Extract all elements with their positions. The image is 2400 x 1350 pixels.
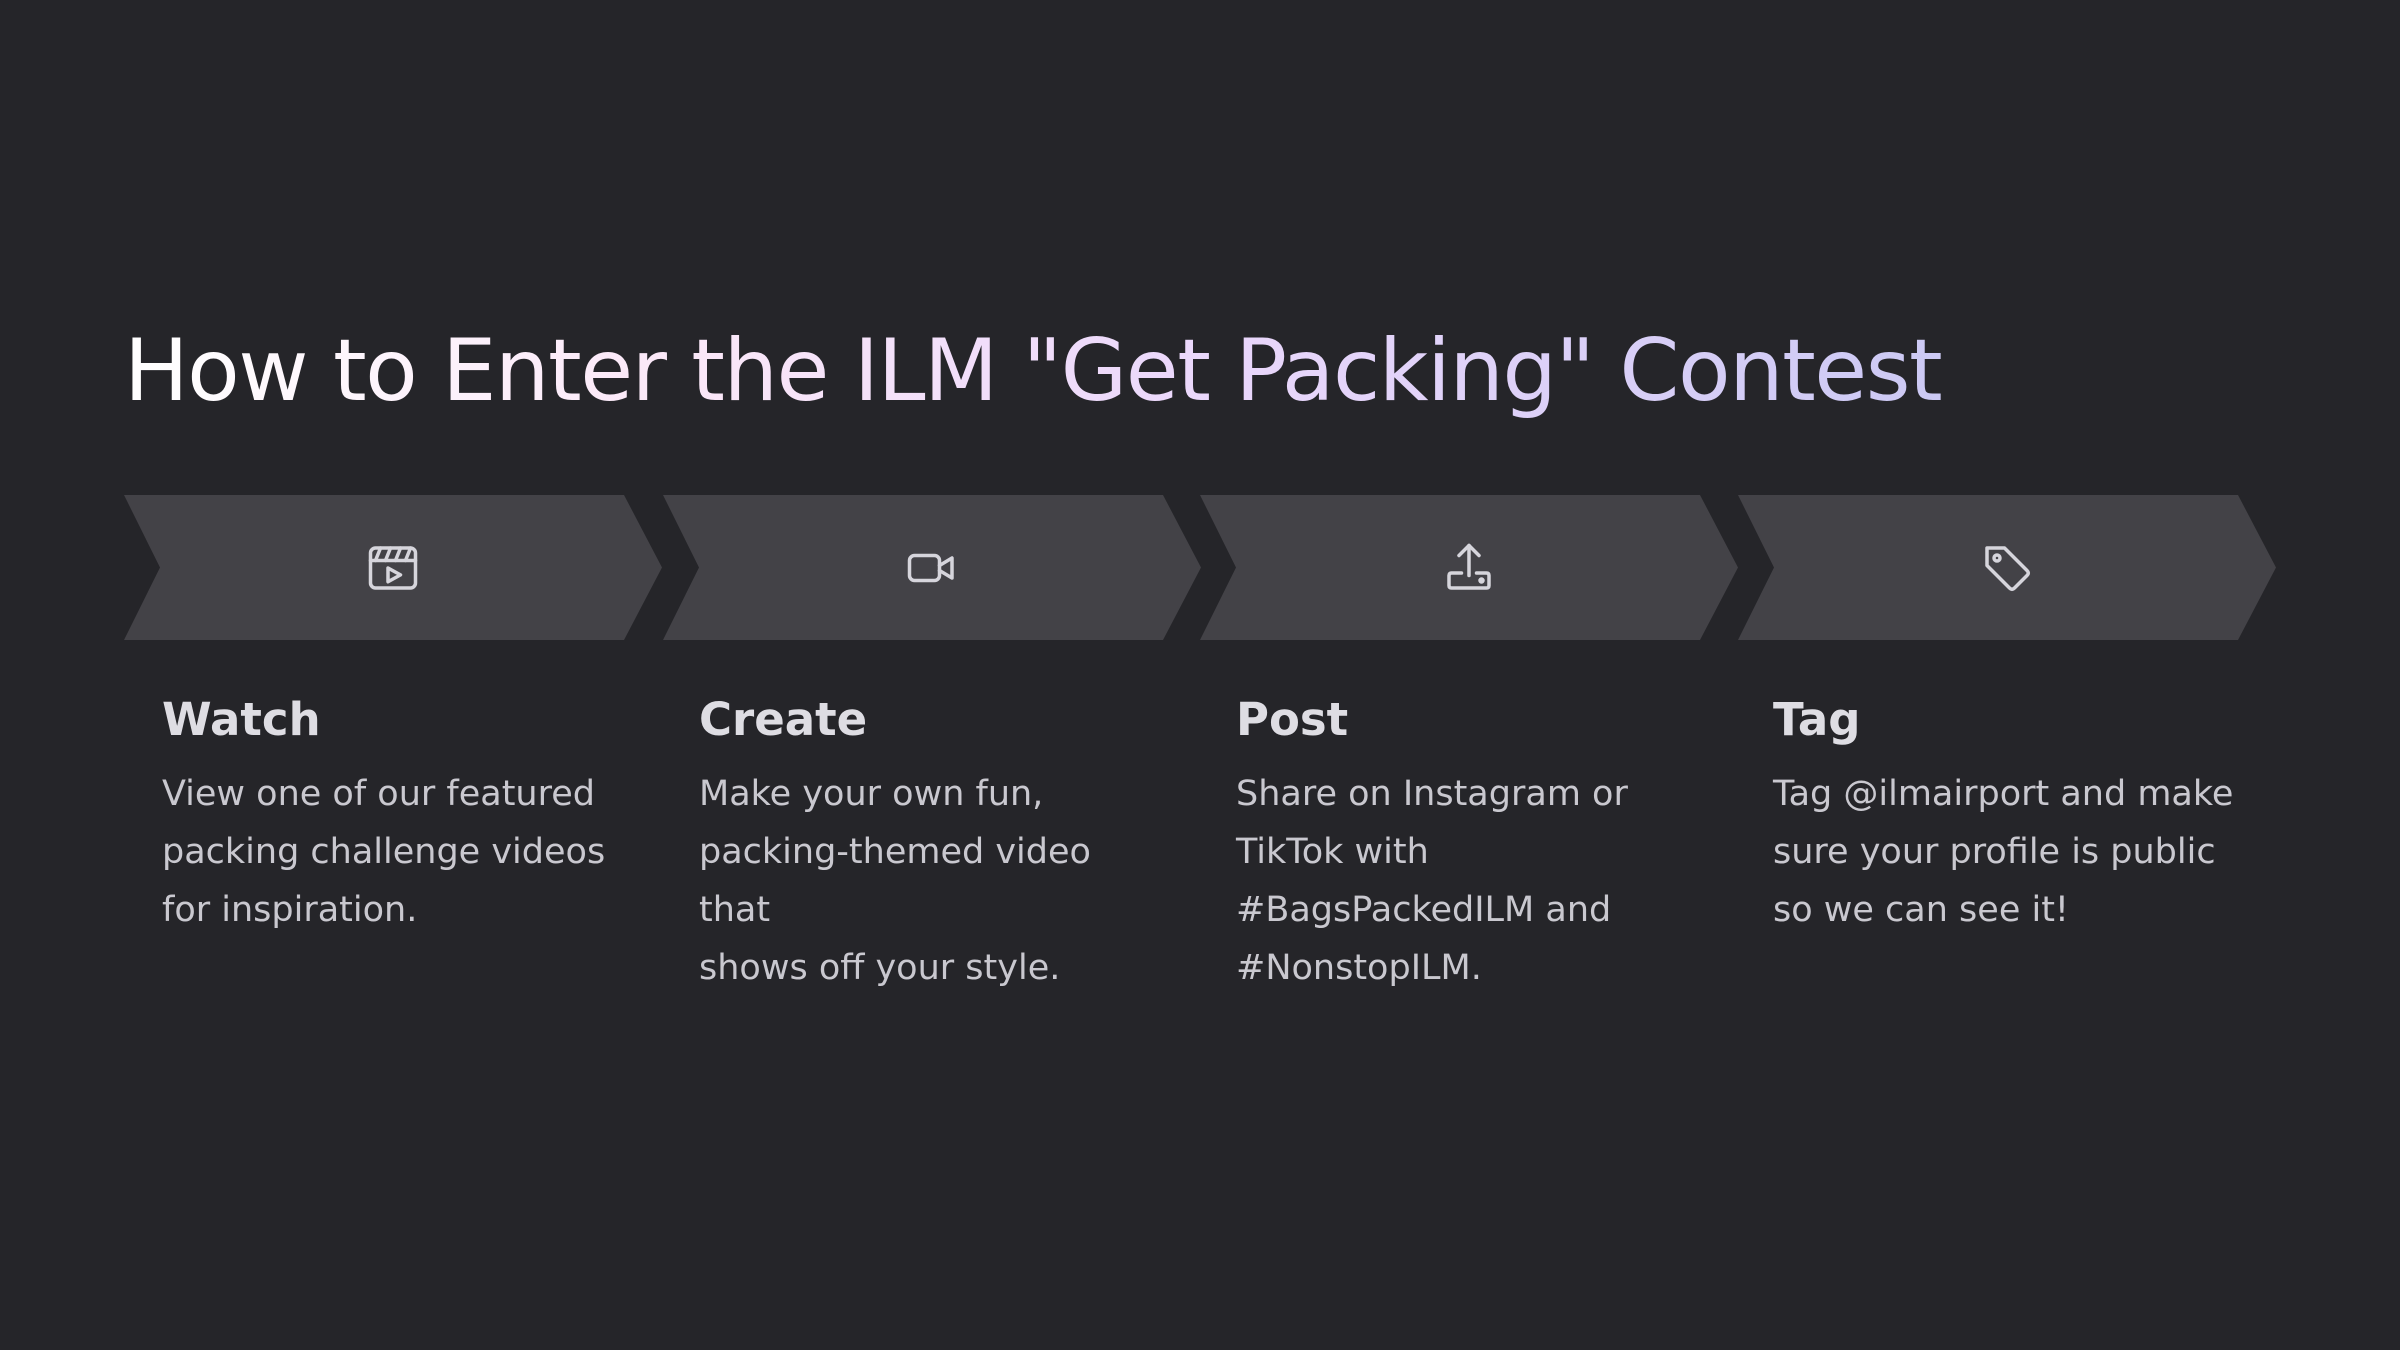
upload-icon: [1439, 538, 1499, 598]
chevron-step-tag: [1738, 495, 2276, 640]
page-title: How to Enter the ILM "Get Packing" Conte…: [124, 316, 1943, 426]
video-camera-icon: [902, 538, 962, 598]
clapperboard-play-icon: [363, 538, 423, 598]
step-description: Share on Instagram or TikTok with #BagsP…: [1236, 774, 1628, 988]
step-create: Create Make your own fun, packing-themed…: [699, 690, 1169, 997]
chevron-step-post: [1200, 495, 1738, 640]
chevron-step-watch: [124, 495, 662, 640]
chevron-step-create: [663, 495, 1201, 640]
step-description: Make your own fun, packing-themed video …: [699, 774, 1091, 988]
step-title: Post: [1236, 693, 1349, 746]
step-tag: Tag Tag @ilmairport and make sure your p…: [1773, 690, 2243, 939]
step-watch: Watch View one of our featured packing c…: [162, 690, 632, 939]
step-title: Tag: [1773, 693, 1861, 746]
step-description: View one of our featured packing challen…: [162, 774, 606, 930]
step-description: Tag @ilmairport and make sure your profi…: [1773, 774, 2234, 930]
step-title: Create: [699, 693, 868, 746]
step-title: Watch: [162, 693, 321, 746]
tag-icon: [1977, 538, 2037, 598]
step-post: Post Share on Instagram or TikTok with #…: [1236, 690, 1706, 997]
